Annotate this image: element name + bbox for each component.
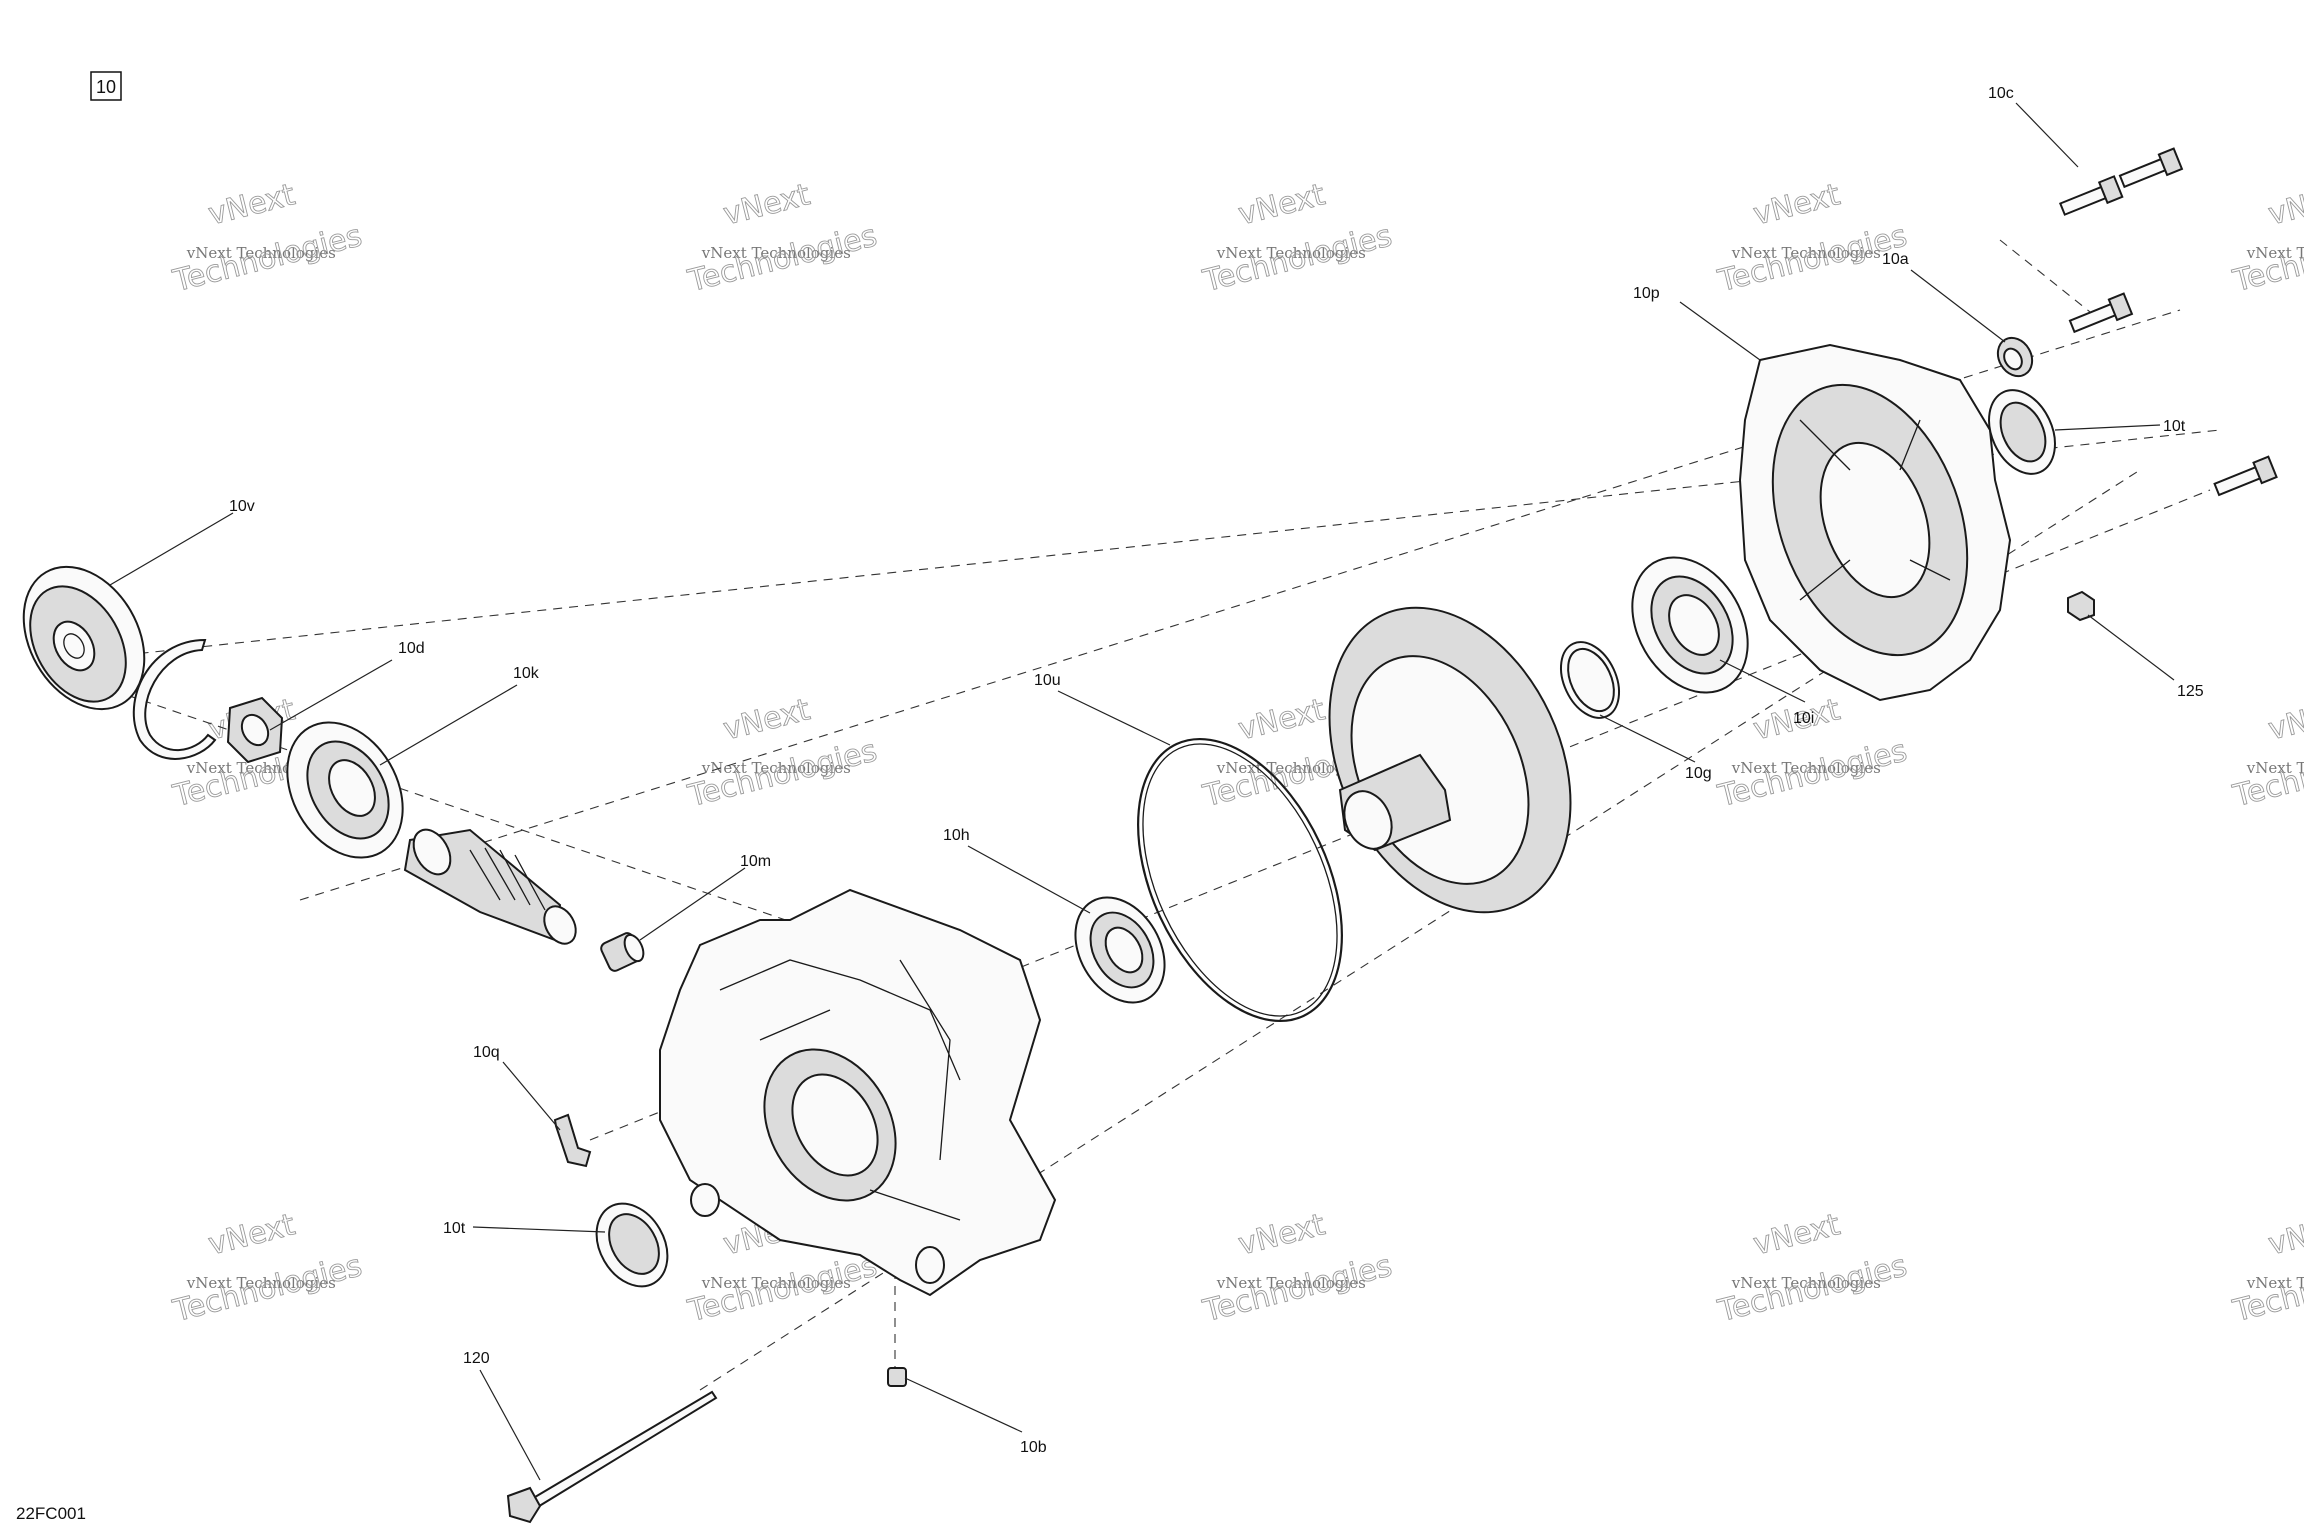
watermark-line3: Technologies bbox=[1714, 733, 1910, 814]
part-10a-bushing bbox=[1996, 336, 2034, 378]
callout-10b: 10b bbox=[1020, 1439, 1047, 1456]
watermark-line2: vNext Technologies bbox=[186, 1274, 336, 1292]
watermark-line3: Technologies bbox=[684, 1248, 880, 1329]
watermark-line3: Technologies bbox=[684, 733, 880, 814]
callout-10h: 10h bbox=[943, 827, 970, 844]
watermark-line2: vNext Technologies bbox=[1216, 759, 1366, 777]
callout-125: 125 bbox=[2177, 683, 2204, 700]
watermark-line1: vNext bbox=[2265, 1207, 2304, 1262]
watermark-line3: Technologies bbox=[684, 218, 880, 299]
watermark-line3: Technologies bbox=[1199, 218, 1395, 299]
watermark-line2: vNext Technologies bbox=[1216, 1274, 1366, 1292]
callout-10v: 10v bbox=[229, 498, 255, 515]
part-125-nut bbox=[2067, 590, 2095, 622]
callout-10c: 10c bbox=[1988, 85, 2014, 102]
callout-120: 120 bbox=[463, 1350, 490, 1367]
part-10g-shim bbox=[1559, 641, 1621, 719]
watermark-line1: vNext bbox=[205, 177, 299, 232]
callout-10t-upper: 10t bbox=[2163, 418, 2186, 435]
watermark-line1: vNext bbox=[2265, 177, 2304, 232]
watermark-line3: Technologies bbox=[169, 1248, 365, 1329]
watermark-line1: vNext bbox=[1235, 692, 1329, 747]
callout-leaders bbox=[109, 102, 2175, 1481]
part-10t-seal-upper bbox=[1988, 389, 2056, 475]
callout-10t-lower: 10t bbox=[443, 1220, 466, 1237]
watermark-line1: vNext bbox=[205, 1207, 299, 1262]
watermark-line3: Technologies bbox=[1199, 1248, 1395, 1329]
watermark-line3: Technologies bbox=[169, 218, 365, 299]
watermark-line1: vNext bbox=[2265, 692, 2304, 747]
watermark-line3: Technologies bbox=[2229, 1248, 2304, 1329]
callout-10i: 10i bbox=[1793, 710, 1814, 727]
watermark-line2: vNext Technologies bbox=[701, 759, 851, 777]
watermark-line2: vNext Technologies bbox=[2246, 244, 2304, 262]
part-10k-bearing bbox=[286, 721, 404, 859]
part-10v-cover bbox=[22, 565, 146, 711]
part-10q-vent-fitting bbox=[553, 1113, 592, 1168]
part-ring-gear bbox=[1328, 606, 1572, 914]
watermark-line3: Technologies bbox=[1714, 1248, 1910, 1329]
figure-number: 10 bbox=[96, 77, 116, 97]
callout-10m: 10m bbox=[740, 853, 771, 870]
part-10u-o-ring bbox=[1137, 737, 1343, 1023]
part-10b-plug bbox=[887, 1367, 907, 1387]
part-housing bbox=[659, 888, 1057, 1297]
callout-10a: 10a bbox=[1882, 251, 1909, 268]
callout-10q: 10q bbox=[473, 1044, 500, 1061]
watermark-line2: vNext Technologies bbox=[1731, 1274, 1881, 1292]
watermark-line1: vNext bbox=[720, 177, 814, 232]
watermark-line2: vNext Technologies bbox=[2246, 759, 2304, 777]
part-10p-cover bbox=[1738, 343, 2012, 702]
watermark-line2: vNext Technologies bbox=[701, 244, 851, 262]
watermark-line3: Technologies bbox=[2229, 218, 2304, 299]
watermark-line1: vNext bbox=[1235, 177, 1329, 232]
part-nut bbox=[226, 696, 284, 764]
watermark-line1: vNext bbox=[1750, 1207, 1844, 1262]
watermark-line2: vNext Technologies bbox=[186, 244, 336, 262]
part-10d-snap-ring bbox=[132, 638, 217, 760]
callout-10p: 10p bbox=[1633, 285, 1660, 302]
part-10t-seal-lower bbox=[595, 1202, 669, 1288]
part-10c-bolts bbox=[2058, 147, 2278, 497]
part-10i-bearing bbox=[1631, 556, 1749, 694]
watermark-line2: vNext Technologies bbox=[701, 1274, 851, 1292]
watermark-line1: vNext bbox=[1235, 1207, 1329, 1262]
watermark-line2: vNext Technologies bbox=[2246, 1274, 2304, 1292]
part-10m-needle-bearing bbox=[600, 932, 645, 972]
part-120-bolt bbox=[506, 1390, 718, 1524]
callout-10d: 10d bbox=[398, 640, 425, 657]
callout-10u: 10u bbox=[1034, 672, 1061, 689]
watermark-line1: vNext bbox=[1750, 177, 1844, 232]
watermark-line1: vNext bbox=[720, 692, 814, 747]
part-10h-bearing bbox=[1074, 896, 1166, 1004]
watermark-line3: Technologies bbox=[2229, 733, 2304, 814]
watermark-line2: vNext Technologies bbox=[1216, 244, 1366, 262]
callout-labels: 10c 10a 10p 10t 10v 10d 10k 10u 10i 125 … bbox=[229, 85, 2204, 1456]
figure-number-box: 10 bbox=[90, 71, 122, 101]
watermark-line2: vNext Technologies bbox=[1731, 759, 1881, 777]
reference-code: 22FC001 bbox=[16, 1504, 86, 1523]
part-pinion-shaft bbox=[403, 828, 577, 945]
watermark-line2: vNext Technologies bbox=[1731, 244, 1881, 262]
callout-10k: 10k bbox=[513, 665, 540, 682]
callout-10g: 10g bbox=[1685, 765, 1712, 782]
